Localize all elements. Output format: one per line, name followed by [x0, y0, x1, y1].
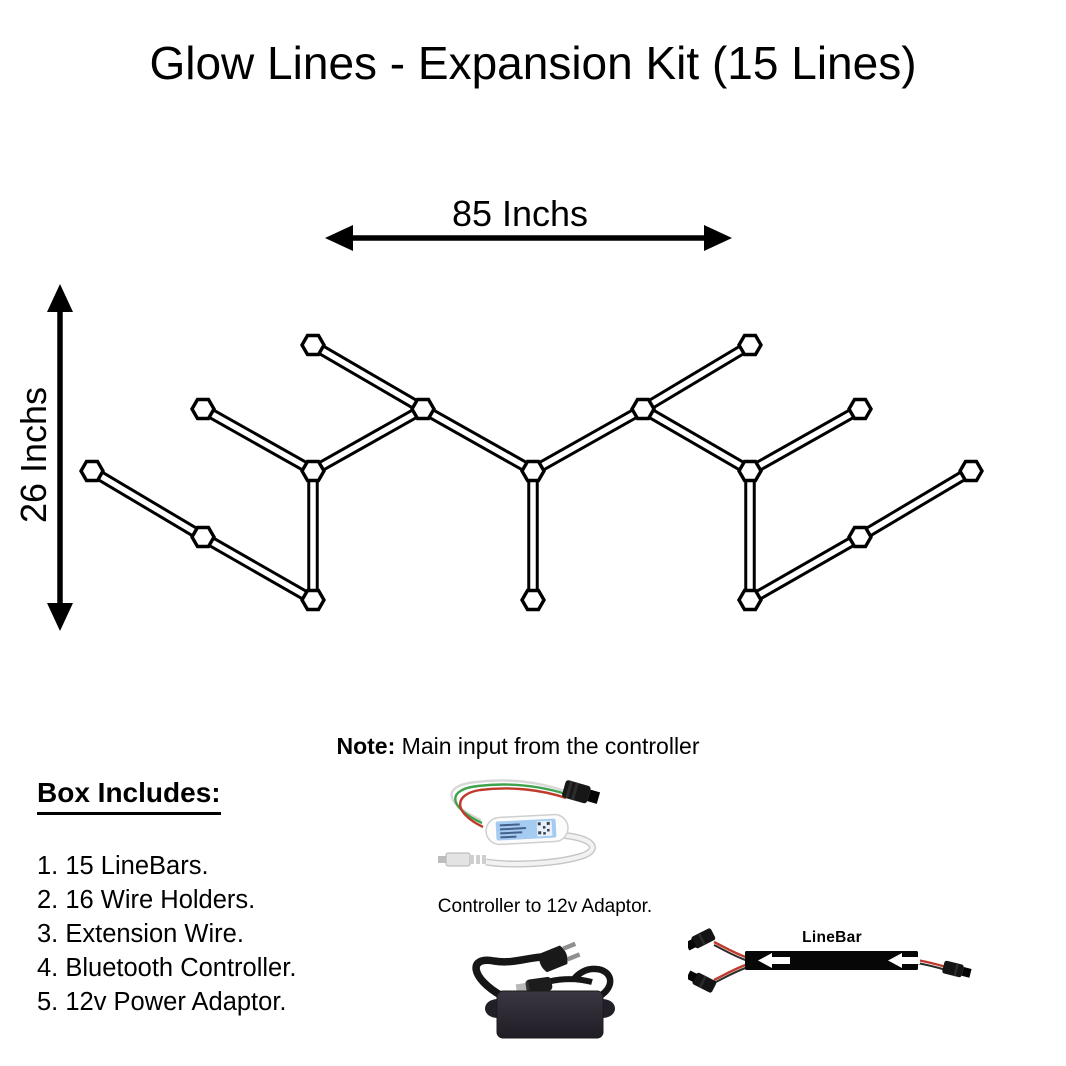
sm-connector-icon [688, 928, 716, 951]
barrel-jack-icon [438, 852, 486, 867]
height-dimension-label: 26 Inchs [13, 386, 54, 524]
linebar-image [688, 928, 972, 993]
note-line: Note: Main input from the controller [336, 733, 699, 760]
left-arrow-icon [888, 953, 920, 968]
list-item: 2. 16 Wire Holders. [37, 886, 256, 914]
linebar-cores [90, 342, 973, 603]
wire-holder-icon [190, 525, 216, 549]
wire-holder-icon [847, 525, 873, 549]
wire-holder-icon [737, 333, 763, 357]
adaptor-brick [485, 990, 615, 1039]
wire-holder-icon [737, 459, 763, 483]
list-item: 3. Extension Wire. [37, 920, 244, 948]
controller-caption: Controller to 12v Adaptor. [437, 896, 653, 917]
vertical-dimension-arrow [47, 284, 73, 631]
note-text: Main input from the controller [395, 733, 700, 759]
wire-holder-icon [300, 459, 326, 483]
sm-connector-icon [942, 960, 972, 978]
list-item: 1. 15 LineBars. [37, 852, 209, 880]
wire-holder-connectors [79, 333, 984, 612]
wire-holder-icon [520, 459, 546, 483]
page-title: Glow Lines - Expansion Kit (15 Lines) [149, 37, 917, 89]
box-includes-heading: Box Includes: [37, 777, 221, 815]
wire-holder-icon [300, 333, 326, 357]
width-dimension-label: 85 Inchs [451, 193, 589, 234]
power-plug-icon [539, 941, 581, 973]
wire-holder-icon [847, 397, 873, 421]
box-includes-section: Box Includes: 1. 15 LineBars. 2. 16 Wire… [37, 777, 296, 1019]
wire-holder-icon [958, 459, 984, 483]
wire-holder-icon [737, 588, 763, 612]
list-item: 5. 12v Power Adaptor. [37, 988, 287, 1016]
wire-holder-icon [630, 397, 656, 421]
box-includes-list: 1. 15 LineBars. 2. 16 Wire Holders. 3. E… [37, 849, 296, 1019]
left-arrow-icon [758, 953, 790, 968]
power-adaptor-image [472, 941, 615, 1039]
wire-holder-icon [300, 588, 326, 612]
dc-connector-icon [515, 976, 553, 994]
linebar-image-label: LineBar [802, 929, 862, 946]
assembly-diagram [47, 225, 984, 631]
qr-code-icon [536, 820, 553, 837]
sm-connector-icon [688, 970, 717, 993]
wire-holder-icon [79, 459, 105, 483]
controller-body [485, 813, 569, 846]
linebar-body [745, 951, 918, 970]
note-label: Note: [336, 733, 396, 759]
list-item: 4. Bluetooth Controller. [37, 954, 297, 982]
wire-holder-icon [410, 397, 436, 421]
horizontal-dimension-arrow [325, 225, 732, 251]
wire-holder-icon [190, 397, 216, 421]
wire-holder-icon [520, 588, 546, 612]
bluetooth-controller-image [438, 779, 601, 868]
sm-connector-icon [562, 780, 601, 804]
